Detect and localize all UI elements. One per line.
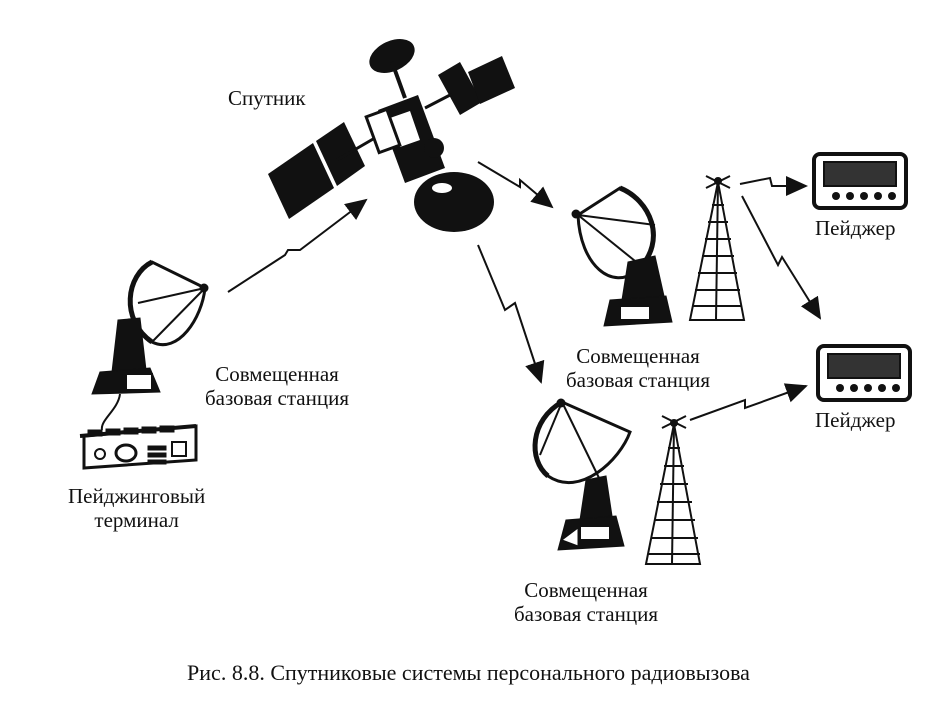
downlink-right-arrow [477,161,554,209]
station-left-label: Совмещенная базовая станция [205,362,349,410]
dish-antenna-right-icon [571,185,673,327]
uplink-arrow [227,198,368,293]
station-right-label-line1: Совмещенная [576,344,700,368]
pager-bottom-icon [816,344,912,402]
terminal-label-line2: терминал [94,508,179,532]
pager-top-label: Пейджер [815,216,896,240]
downlink-bottom-arrow [477,244,545,384]
terminal-label: Пейджинговый терминал [68,484,205,532]
link-pager-bottom-arrow-a [741,195,822,320]
pager-bottom-label: Пейджер [815,408,896,432]
station-right-label: Совмещенная базовая станция [566,344,710,392]
station-left-label-line1: Совмещенная [215,362,339,386]
terminal-label-line1: Пейджинговый [68,484,206,508]
figure-caption: Рис. 8.8. Спутниковые системы персональн… [187,660,750,685]
paging-terminal-icon [79,424,198,470]
link-pager-top-arrow [739,176,808,196]
dish-antenna-left-icon [91,259,209,431]
station-bottom-label-line1: Совмещенная [524,578,648,602]
radio-links [227,161,822,421]
satellite-icon [268,39,515,232]
station-left-label-line2: базовая станция [205,386,349,410]
satellite-label: Спутник [228,86,306,110]
radio-tower-right-icon [688,175,746,321]
station-bottom-label: Совмещенная базовая станция [514,578,658,626]
pager-top-icon [812,152,908,210]
station-bottom-label-line2: базовая станция [514,602,658,626]
radio-tower-bottom-icon [644,415,702,565]
dish-antenna-bottom-icon [532,398,632,551]
station-right-label-line2: базовая станция [566,368,710,392]
link-pager-bottom-arrow-b [689,383,808,421]
